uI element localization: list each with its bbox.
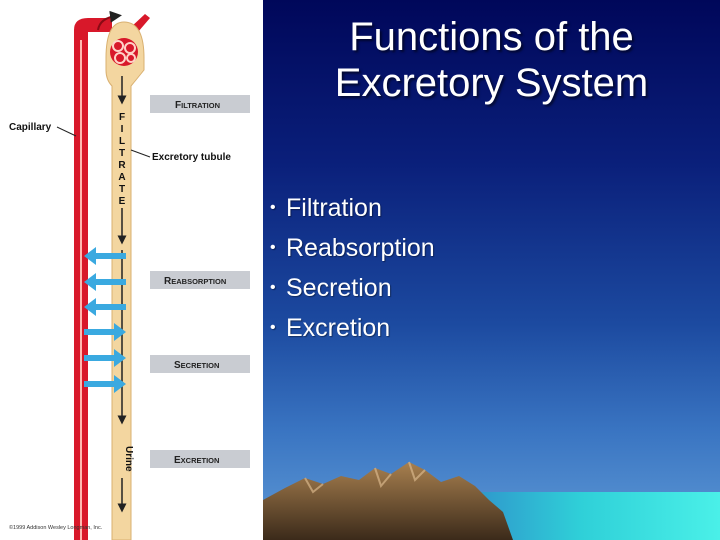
secretion-arrow (84, 375, 126, 393)
capillary-label: Capillary (9, 122, 52, 133)
excretion-box-label: EXCRETION (174, 455, 219, 466)
bullet-dot: • (270, 319, 276, 336)
slide-title: Functions of the Excretory System (263, 14, 720, 106)
filtrate-letter: L (119, 136, 125, 147)
box-lead-letter: F (175, 100, 181, 111)
bullet-item: • Filtration (270, 188, 435, 228)
secretion-arrow (84, 323, 126, 341)
bullet-list: • Filtration • Reabsorption • Secretion … (270, 188, 435, 348)
box-rest-letters: ILTRATION (181, 101, 220, 110)
box-rest-letters: EABSORPTION (171, 277, 226, 286)
reabsorption-arrow (84, 247, 126, 265)
secretion-box (150, 355, 250, 373)
reabsorption-box-label: REABSORPTION (164, 276, 226, 287)
filtrate-letter: T (119, 184, 125, 195)
urine-label: Urine (123, 446, 134, 472)
excretion-box (150, 450, 250, 468)
tubule-leader-line (130, 149, 151, 158)
slide-title-line: Functions of the (349, 15, 634, 59)
secretion-arrows (84, 323, 126, 393)
bullet-text: Excretion (286, 313, 391, 342)
mountain-highlights (304, 461, 426, 494)
capillary-leader-line (56, 126, 77, 137)
secretion-box-label: SECRETION (174, 360, 219, 371)
box-rest-letters: ECRETION (181, 361, 220, 370)
box-lead-letter: R (164, 276, 172, 287)
copyright-text: ©1999 Addison Wesley Longman, Inc. (9, 524, 103, 531)
filtrate-letter: T (119, 148, 125, 159)
slide-background (263, 0, 720, 540)
reabsorption-arrows (84, 247, 126, 316)
mountain-range (263, 462, 513, 540)
excretory-tubule-label: Excretory tubule (152, 152, 231, 163)
bullet-item: • Excretion (270, 308, 435, 348)
excretory-tubule-diagram: F I L T R A T E Urine Capillary Excretor… (9, 10, 250, 540)
bullet-item: • Reabsorption (270, 228, 435, 268)
bullet-dot: • (270, 239, 276, 256)
secretion-arrow (84, 349, 126, 367)
bullet-text: Secretion (286, 273, 392, 302)
box-rest-letters: XCRETION (181, 456, 220, 465)
slide-title-line: Excretory System (334, 61, 649, 105)
filtrate-letter: R (118, 160, 126, 171)
filtrate-letter: A (118, 172, 125, 183)
reabsorption-arrow (84, 298, 126, 316)
bullet-item: • Secretion (270, 268, 435, 308)
landscape-decoration (263, 461, 720, 540)
glomerulus (110, 38, 138, 66)
bullet-dot: • (270, 199, 276, 216)
filtration-box (150, 95, 250, 113)
box-lead-letter: E (174, 455, 181, 466)
capillary-inflow-arrow (97, 10, 122, 31)
filtration-box-label: FILTRATION (175, 100, 220, 111)
bullet-text: Filtration (286, 193, 382, 222)
box-lead-letter: S (174, 360, 181, 371)
filtrate-letter: F (119, 112, 125, 123)
filtrate-letter: E (119, 196, 126, 207)
filtrate-letter: I (121, 124, 124, 135)
bullet-text: Reabsorption (286, 233, 435, 262)
reabsorption-box (150, 271, 250, 289)
capillary-vessel (74, 18, 112, 540)
bullet-dot: • (270, 279, 276, 296)
reabsorption-arrow (84, 273, 126, 291)
